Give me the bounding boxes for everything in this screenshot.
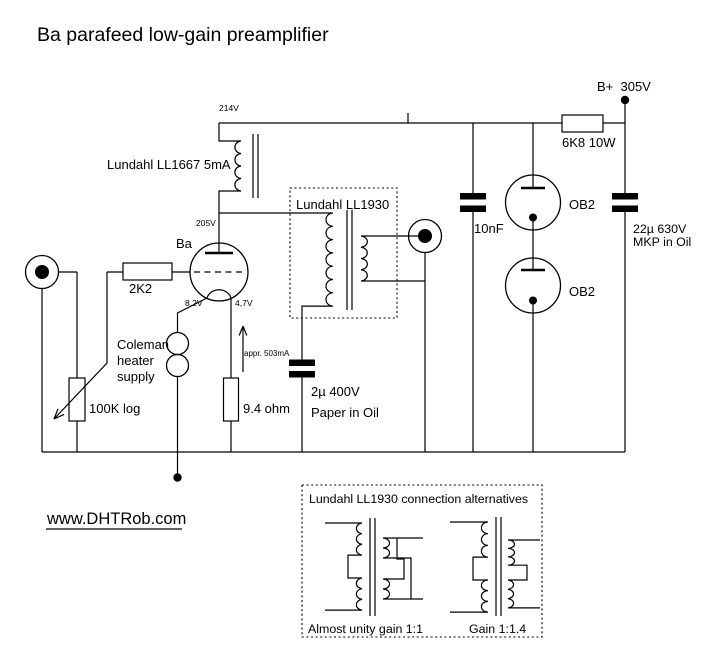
dropper-resistor-label: 6K8 10W xyxy=(562,135,616,150)
regulator-string: OB2 OB2 xyxy=(504,123,595,452)
filament-resistor-label: 9.4 ohm xyxy=(243,401,290,416)
parafeed-cap-label-line2: Paper in Oil xyxy=(311,405,379,420)
pot-body xyxy=(68,377,86,422)
input-jack xyxy=(24,254,77,452)
volume-pot: 100K log xyxy=(53,271,140,452)
input-jack-wires xyxy=(41,271,77,452)
output-jack xyxy=(407,218,443,452)
output-transformer-label: Lundahl LL1930 xyxy=(296,197,389,212)
filament-right-voltage: 4,7V xyxy=(235,298,253,308)
alternatives-dotted-box xyxy=(301,484,543,638)
reservoir-cap-label-line1: 22µ 630V xyxy=(633,222,687,236)
website-link: www.DHTRob.com xyxy=(46,510,186,530)
plate-voltage-label: 205V xyxy=(196,218,216,228)
alt2-secondary-coil xyxy=(507,539,540,609)
bypass-cap-plate-top xyxy=(460,193,486,200)
ob2-tube-1-label: OB2 xyxy=(569,197,595,212)
reservoir-cap: 22µ 630V MKP in Oil xyxy=(612,193,691,249)
dropper-resistor: 6K8 10W xyxy=(561,114,616,150)
heater-label-line3: supply xyxy=(117,369,155,384)
choke-coil xyxy=(218,123,242,213)
filament-left-voltage: 8.2V xyxy=(185,298,203,308)
reservoir-cap-label-line2: MKP in Oil xyxy=(633,235,691,249)
parafeed-cap: 2µ 400V Paper in Oil xyxy=(289,359,379,452)
heater-label-line2: heater xyxy=(117,353,155,368)
ob2-tube-1-cathode-dot xyxy=(529,213,537,222)
heater-label-line1: Coleman xyxy=(117,337,169,352)
transformer-dotted-box xyxy=(289,187,398,319)
plate-choke: Lundahl LL1667 5mA xyxy=(107,123,259,213)
alt1-primary-coil xyxy=(325,522,363,611)
alt1-core xyxy=(369,518,376,616)
alt2-primary-coil xyxy=(450,521,489,613)
alternative-2-transformer xyxy=(450,517,540,616)
filament-resistor: 9.4 ohm appr. 503mA xyxy=(222,298,290,452)
ba-tube: Ba 8.2V 4,7V xyxy=(176,213,253,308)
parafeed-cap-plate-bottom xyxy=(289,371,315,378)
parafeed-cap-label-line1: 2µ 400V xyxy=(311,384,360,399)
ob2-tube-2-envelope xyxy=(504,257,562,314)
output-transformer: Lundahl LL1930 xyxy=(219,187,425,360)
website-text: www.DHTRob.com xyxy=(46,510,186,528)
ob2-tube-2-label: OB2 xyxy=(569,284,595,299)
alternatives-box: Lundahl LL1930 connection alternatives A… xyxy=(301,484,543,638)
heater-current-label: appr. 503mA xyxy=(244,349,290,358)
rail-voltage-label: 214V xyxy=(219,103,239,113)
filament-resistor-body xyxy=(222,377,240,422)
ob2-tube-2-cathode-dot xyxy=(529,296,537,305)
input-jack-pin xyxy=(35,265,49,279)
plate-choke-label: Lundahl LL1667 5mA xyxy=(107,157,231,172)
pot-label: 100K log xyxy=(89,401,140,416)
ba-tube-label: Ba xyxy=(176,236,193,251)
alt2-core xyxy=(495,517,502,616)
pot-wiper-arrow xyxy=(53,271,123,420)
page-title: Ba parafeed low-gain preamplifier xyxy=(37,24,329,46)
ground-terminal-dot xyxy=(173,473,182,482)
alternative-2-caption: Gain 1:1.4 xyxy=(469,622,526,636)
bypass-cap: 10nF xyxy=(460,123,504,452)
b-plus-label: B+ 305V xyxy=(597,79,651,94)
heater-source-circle-top xyxy=(165,331,190,356)
parafeed-cap-plate-top xyxy=(289,359,315,366)
reservoir-cap-plate-bottom xyxy=(612,205,638,212)
bypass-cap-label: 10nF xyxy=(474,221,504,236)
transformer-core xyxy=(346,210,353,310)
current-arrow xyxy=(238,325,248,372)
alternatives-title: Lundahl LL1930 connection alternatives xyxy=(309,492,528,506)
grid-stopper-body xyxy=(122,262,173,281)
b-plus-rail: B+ 305V 214V xyxy=(219,79,651,452)
alternative-1-transformer xyxy=(325,518,423,616)
bypass-cap-plate-bottom xyxy=(460,205,486,212)
heater-wires xyxy=(176,297,208,474)
secondary-coil xyxy=(360,235,425,282)
grid-stopper-label: 2K2 xyxy=(129,281,152,296)
primary-coil xyxy=(219,212,334,360)
grid-stopper-resistor: 2K2 xyxy=(122,262,190,296)
dropper-resistor-body xyxy=(561,114,604,133)
output-jack-pin xyxy=(418,229,432,243)
choke-core xyxy=(252,134,259,198)
reservoir-cap-plate-top xyxy=(612,193,638,200)
alternative-1-caption: Almost unity gain 1:1 xyxy=(308,622,423,636)
ba-filament-arc xyxy=(206,289,232,299)
alt1-secondary-coil xyxy=(382,537,423,600)
b-plus-terminal-dot xyxy=(620,95,630,105)
heater-supply: Coleman heater supply xyxy=(117,297,208,482)
heater-source-circle-bottom xyxy=(165,353,190,378)
ob2-tube-1-envelope xyxy=(504,174,562,231)
